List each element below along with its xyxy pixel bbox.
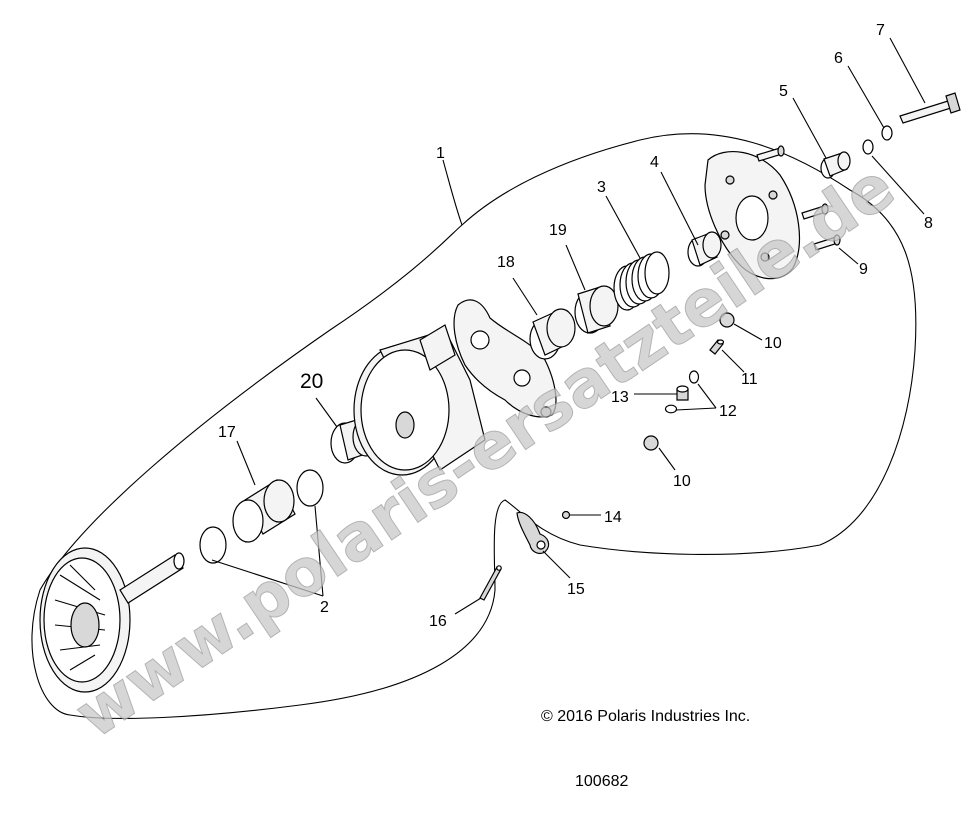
label-17: 17 [218, 424, 236, 441]
part-6-washer [881, 125, 893, 141]
assembly-outline [31, 133, 917, 719]
fixed-sheave [39, 547, 185, 693]
label-11: 11 [741, 371, 758, 388]
part-12-washer-lower [664, 404, 678, 414]
part-10-roller-upper [719, 312, 735, 328]
part-5-spacer [820, 151, 851, 179]
label-18: 18 [497, 254, 515, 271]
label-14: 14 [604, 509, 622, 526]
label-10-upper: 10 [764, 335, 782, 352]
part-15-flyweight [516, 511, 550, 555]
part-3-spring [613, 251, 670, 311]
part-10-roller-lower [643, 435, 659, 451]
part-9-bolt-top [756, 145, 785, 162]
part-9-bolt-mid [801, 203, 829, 220]
part-19-spacer [574, 285, 619, 334]
label-1: 1 [436, 145, 445, 162]
part-12-washer-upper [688, 370, 700, 384]
label-16: 16 [429, 613, 447, 630]
label-6: 6 [834, 50, 843, 67]
label-19: 19 [549, 222, 567, 239]
label-7: 7 [876, 22, 885, 39]
diagram-number: 100682 [575, 773, 628, 790]
label-4: 4 [650, 154, 659, 171]
label-3: 3 [597, 179, 606, 196]
part-8-washer [862, 139, 874, 155]
part-14-nut [561, 510, 571, 520]
part-11-pin [709, 339, 725, 355]
watermark-text: www.polaris-ersatzteile.de [63, 150, 908, 754]
copyright-notice: © 2016 Polaris Industries Inc. [541, 708, 750, 725]
label-13: 13 [611, 389, 629, 406]
label-8: 8 [924, 215, 933, 232]
part-9-bolt-low [813, 234, 841, 251]
part-2-ring-right [296, 469, 324, 507]
part-7-bolt [899, 92, 961, 124]
label-15: 15 [567, 581, 585, 598]
part-13-bushing [676, 385, 689, 401]
part-16-pin [479, 565, 502, 601]
part-17-spacer [232, 479, 296, 543]
spider [453, 299, 557, 418]
label-2: 2 [320, 599, 329, 616]
part-2-ring-left [199, 526, 227, 564]
label-9: 9 [859, 261, 868, 278]
part-4-bushing [687, 231, 722, 267]
leader-lines [211, 37, 926, 615]
label-10-lower: 10 [673, 473, 691, 490]
label-20: 20 [300, 370, 323, 393]
label-12: 12 [719, 403, 737, 420]
moveable-sheave [353, 324, 486, 476]
part-18-bushing [529, 308, 576, 360]
label-5: 5 [779, 83, 788, 100]
